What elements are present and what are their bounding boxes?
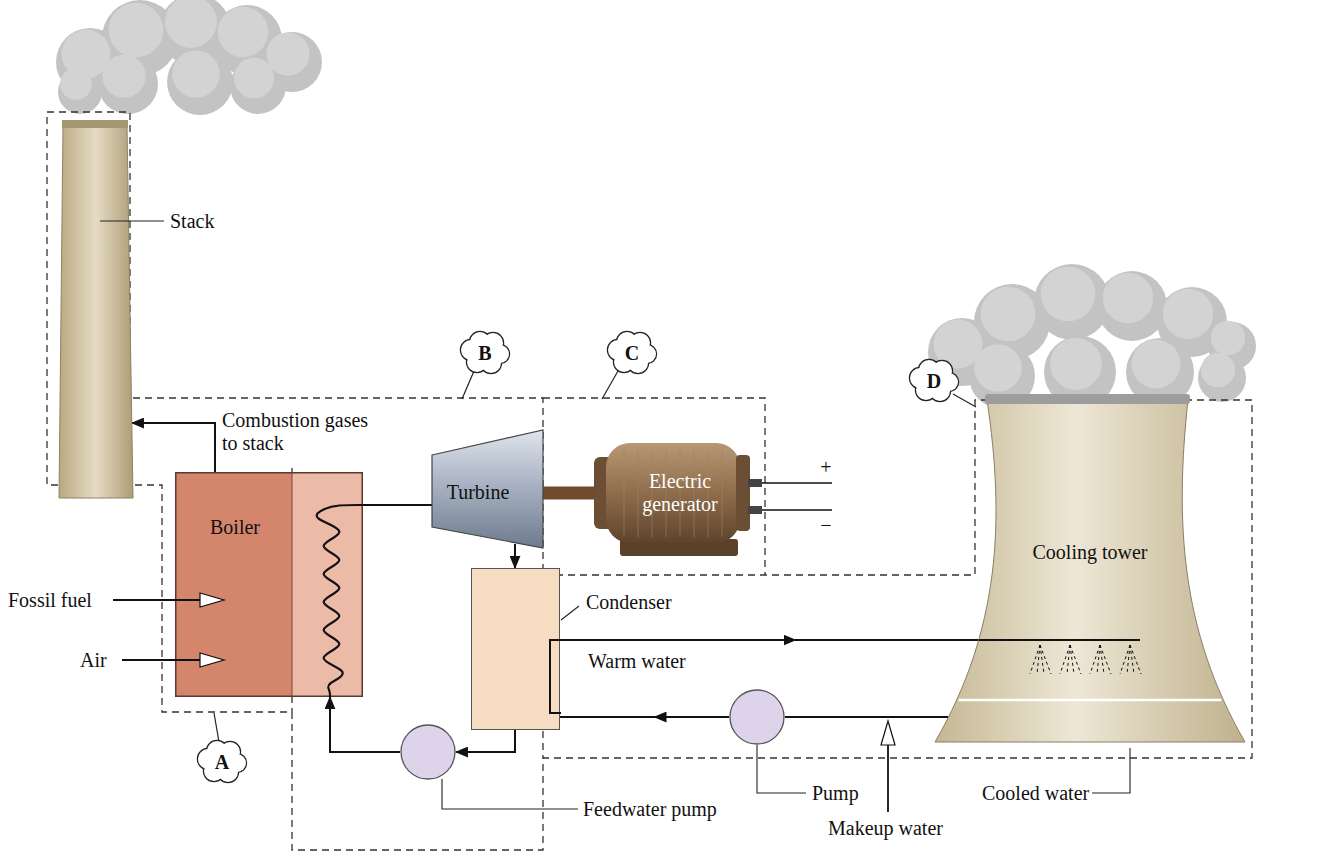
pipe-connector — [132, 423, 215, 472]
callout-cloud — [461, 332, 509, 373]
node-label: Condenser — [586, 591, 716, 614]
stack: Stack — [55, 118, 135, 498]
condenser: Condenser — [471, 568, 560, 730]
edge-label: Combustion gases to stack — [222, 409, 387, 455]
callout-letter: A — [215, 751, 229, 774]
callout-letter: C — [625, 342, 639, 365]
pipe-connector — [330, 697, 400, 752]
callout-letter: D — [927, 370, 941, 393]
cooling-tower: Cooling tower — [935, 400, 1245, 742]
label-holder: D — [934, 381, 948, 404]
pump: Pump — [729, 689, 785, 745]
node-label: Electric generator — [628, 470, 732, 516]
pipe-connector — [456, 730, 515, 752]
callout-cloud — [910, 360, 958, 401]
electric-generator: Electric generator — [590, 443, 765, 560]
node-label: Cooling tower — [1015, 541, 1165, 564]
label-holder: C — [632, 353, 646, 376]
label-holder: Cooled water — [982, 782, 1089, 805]
boiler-coil — [317, 505, 363, 697]
node-label: Feedwater pump — [583, 798, 753, 821]
edge-label-holder: Warm water — [588, 650, 718, 673]
part-label: + — [820, 456, 831, 479]
node-label: Turbine — [430, 481, 526, 504]
condenser-outline — [472, 569, 561, 731]
feedwater-pump-outline — [400, 724, 456, 780]
node-label: Pump — [812, 782, 872, 805]
generator-terminals — [760, 483, 832, 510]
label-holder: B — [485, 353, 498, 376]
pipe-connector — [560, 716, 729, 718]
node-label: Stack — [170, 210, 240, 233]
edge-label: Warm water — [588, 650, 718, 673]
flow-arrow — [113, 593, 224, 607]
part-label: Fossil fuel — [8, 589, 92, 612]
part-label: Air — [80, 649, 107, 672]
leader-line — [100, 220, 164, 221]
part-label: − — [820, 514, 831, 537]
callout-cloud — [608, 332, 656, 373]
leader-line — [1092, 748, 1130, 793]
edge-label-holder: Combustion gases to stack — [222, 409, 387, 455]
pipe-connector — [363, 504, 432, 506]
spray-pipe — [979, 639, 1140, 641]
pump-outline — [729, 689, 785, 745]
label-holder: Makeup water — [828, 817, 943, 840]
pipe-connector — [560, 639, 979, 641]
flow-arrow — [122, 653, 224, 667]
smoke-cloud — [56, 0, 1256, 409]
part-label: Cooled water — [982, 782, 1089, 805]
callout-cloud — [198, 741, 246, 782]
label-holder: A — [222, 762, 236, 785]
label-holder: + — [826, 467, 837, 490]
system-boundaries — [47, 112, 1252, 850]
node-label: Boiler — [195, 516, 275, 539]
leader-line — [561, 606, 579, 620]
label-holder: − — [826, 525, 837, 548]
part-label: Makeup water — [828, 817, 943, 840]
callout-leaders — [214, 371, 976, 742]
cooling-tower-outline — [935, 400, 1245, 742]
label-holder: Fossil fuel — [8, 589, 92, 612]
feedwater-pump: Feedwater pump — [400, 724, 456, 780]
turbine: Turbine — [430, 430, 543, 548]
flow-arrow — [881, 721, 895, 812]
condenser-tube — [549, 639, 561, 714]
leader-line — [757, 745, 806, 793]
stack-outline — [55, 118, 135, 498]
label-holder: Air — [80, 649, 107, 672]
callout-letter: B — [478, 342, 491, 365]
pipe-connector — [785, 716, 949, 718]
callout-clouds — [198, 332, 958, 782]
leader-line — [442, 779, 578, 809]
pipe-connector — [514, 544, 516, 568]
